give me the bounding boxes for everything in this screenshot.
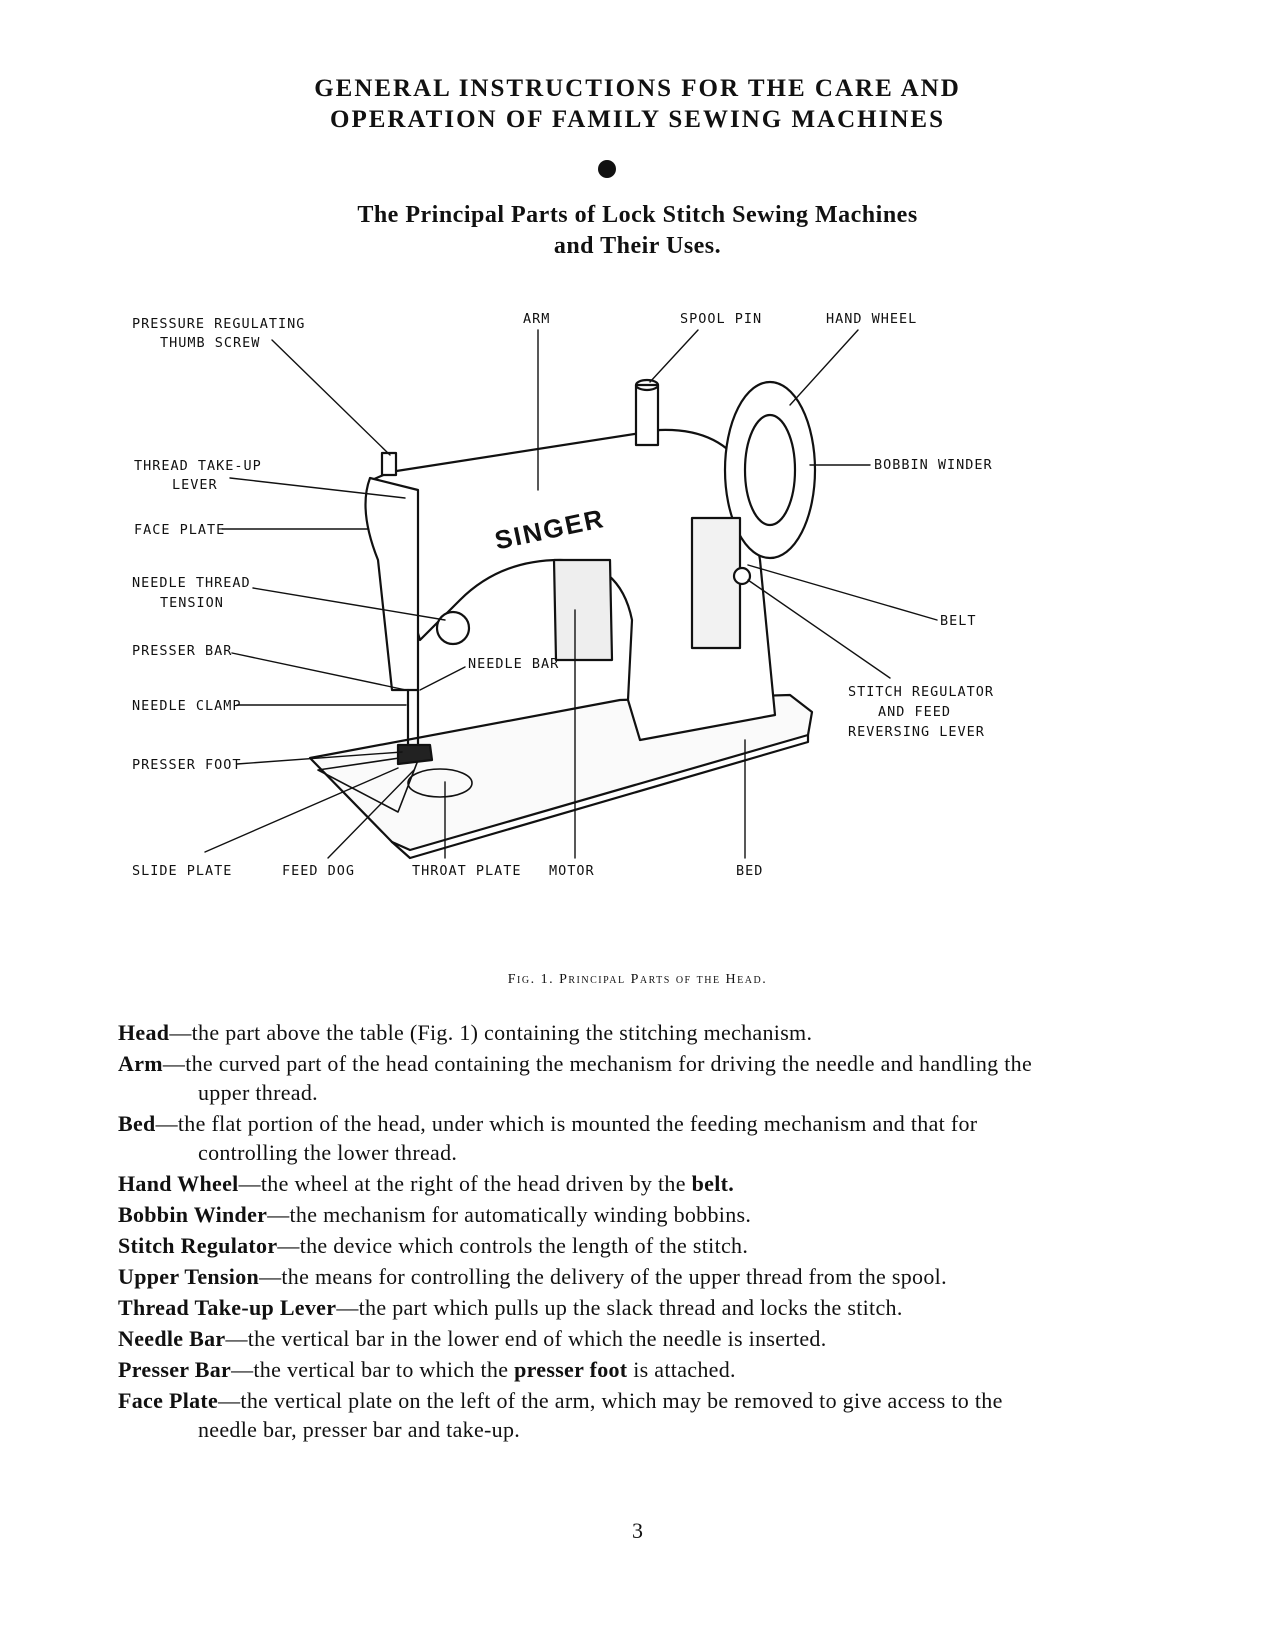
sewing-machine-figure: SINGER PRESSURE REGULATING THUMB SCREW A… [132, 311, 994, 879]
spool-pin-shape [634, 383, 660, 447]
definition-item: Upper Tension—the means for controlling … [118, 1262, 1038, 1291]
slide-plate-shape [317, 754, 421, 813]
label-tension-1: NEEDLE THREAD [132, 575, 251, 591]
thumb-screw-shape [380, 451, 398, 477]
label-stitch-2: AND FEED [878, 704, 951, 720]
title-line-1: GENERAL INSTRUCTIONS FOR THE CARE AND [314, 75, 961, 102]
definition-term: Presser Bar [118, 1357, 232, 1382]
label-takeup-1: THREAD TAKE-UP [134, 458, 262, 474]
definition-item: Hand Wheel—the wheel at the right of the… [118, 1169, 1038, 1198]
label-throat-plate: THROAT PLATE [412, 863, 522, 879]
definition-text: —the vertical plate on the left of the a… [198, 1388, 1003, 1442]
definition-term: Hand Wheel [118, 1171, 239, 1196]
label-bobbin-winder: BOBBIN WINDER [874, 457, 993, 473]
subtitle-line-2: and Their Uses. [553, 233, 722, 259]
label-needle-clamp: NEEDLE CLAMP [132, 698, 242, 714]
arm-shape [370, 428, 777, 742]
motor-shape [552, 558, 614, 662]
definition-term: Bed [118, 1111, 156, 1136]
definition-item: Thread Take-up Lever—the part which pull… [118, 1293, 1038, 1322]
label-needle-bar: NEEDLE BAR [468, 656, 559, 672]
subtitle-line-1: The Principal Parts of Lock Stitch Sewin… [357, 202, 918, 228]
definition-item: Face Plate—the vertical plate on the lef… [118, 1386, 1038, 1444]
label-stitch-3: REVERSING LEVER [848, 724, 985, 740]
definition-text: —the vertical bar in the lower end of wh… [225, 1326, 827, 1351]
label-presser-foot: PRESSER FOOT [132, 757, 242, 773]
definition-item: Arm—the curved part of the head containi… [118, 1049, 1038, 1107]
definition-term: Arm [118, 1051, 163, 1076]
label-feed-dog: FEED DOG [282, 863, 355, 879]
label-slide-plate: SLIDE PLATE [132, 863, 232, 879]
bullet-dot [598, 160, 616, 178]
definition-text: —the device which controls the length of… [277, 1233, 749, 1258]
label-presser-bar: PRESSER BAR [132, 643, 232, 659]
face-plate-shape [364, 476, 420, 692]
label-pressure-2: THUMB SCREW [160, 335, 260, 351]
definition-term: Thread Take-up Lever [118, 1295, 337, 1320]
definition-text: —the wheel at the right of the head driv… [238, 1171, 692, 1196]
definition-text: —the flat portion of the head, under whi… [155, 1111, 978, 1165]
definition-bold-word: belt. [691, 1171, 735, 1196]
label-spool-pin: SPOOL PIN [680, 311, 762, 327]
definition-term: Upper Tension [118, 1264, 260, 1289]
definition-text: —the mechanism for automatically winding… [267, 1202, 752, 1227]
label-stitch-1: STITCH REGULATOR [848, 684, 994, 700]
tension-shape [435, 610, 471, 646]
definition-term: Needle Bar [118, 1326, 226, 1351]
label-tension-2: TENSION [160, 595, 224, 611]
title-line-2: OPERATION OF FAMILY SEWING MACHINES [330, 106, 945, 133]
definition-item: Head—the part above the table (Fig. 1) c… [118, 1018, 1038, 1047]
stitch-plate-shape [690, 516, 742, 650]
label-hand-wheel: HAND WHEEL [826, 311, 917, 327]
label-arm: ARM [523, 311, 550, 327]
label-face-plate: FACE PLATE [134, 522, 225, 538]
definition-text: —the part above the table (Fig. 1) conta… [169, 1020, 813, 1045]
definition-bold-word: presser foot [514, 1357, 628, 1382]
definition-item: Bobbin Winder—the mechanism for automati… [118, 1200, 1038, 1229]
definition-term: Face Plate [118, 1388, 219, 1413]
definition-term: Stitch Regulator [118, 1233, 278, 1258]
definitions-list: Head—the part above the table (Fig. 1) c… [118, 1018, 1038, 1446]
definition-term: Bobbin Winder [118, 1202, 268, 1227]
definition-text: —the vertical bar to which the [231, 1357, 515, 1382]
label-bed: BED [736, 863, 763, 879]
definition-text: —the curved part of the head containing … [162, 1051, 1033, 1105]
definition-text: —the part which pulls up the slack threa… [336, 1295, 903, 1320]
page-number: 3 [632, 1518, 643, 1543]
figure-caption: Fig. 1. Principal Parts of the Head. [507, 972, 768, 987]
presser-foot-shape [396, 743, 434, 766]
definition-text-after: is attached. [627, 1357, 736, 1382]
definition-text: —the means for controlling the delivery … [259, 1264, 947, 1289]
hand-wheel-shape [723, 380, 817, 560]
label-belt: BELT [940, 613, 977, 629]
label-pressure-1: PRESSURE REGULATING [132, 316, 305, 332]
definition-item: Needle Bar—the vertical bar in the lower… [118, 1324, 1038, 1353]
definition-term: Head [118, 1020, 170, 1045]
label-motor: MOTOR [549, 863, 595, 879]
definition-item: Bed—the flat portion of the head, under … [118, 1109, 1038, 1167]
throat-plate-shape [407, 768, 473, 798]
label-takeup-2: LEVER [172, 477, 218, 493]
definition-item: Presser Bar—the vertical bar to which th… [118, 1355, 1038, 1384]
definition-item: Stitch Regulator—the device which contro… [118, 1231, 1038, 1260]
